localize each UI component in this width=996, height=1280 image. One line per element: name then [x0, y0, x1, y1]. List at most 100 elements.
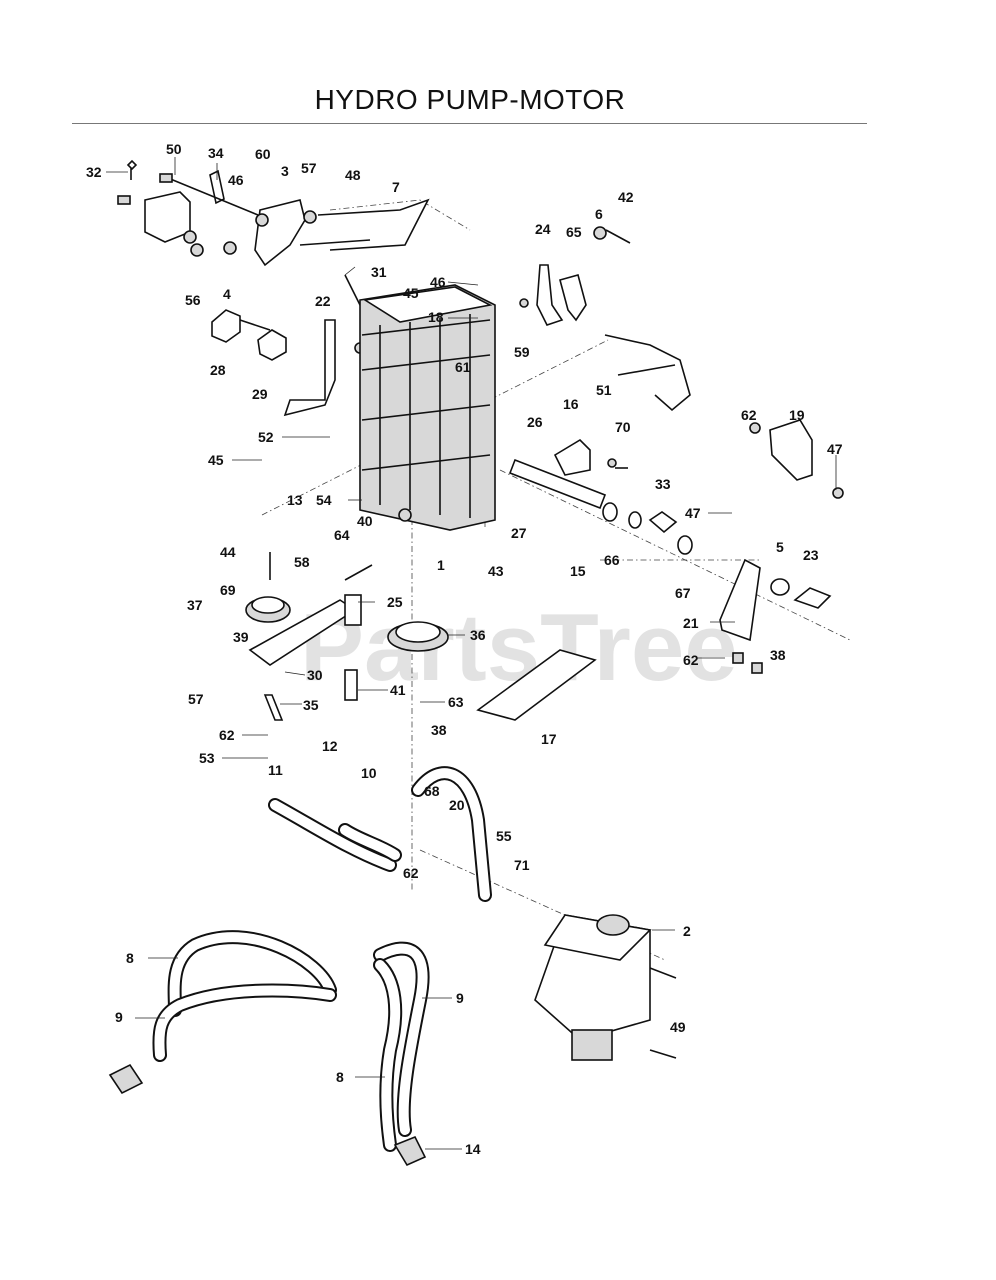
callout-46: 46 [430, 274, 446, 290]
callout-22: 22 [315, 293, 331, 309]
callout-52: 52 [258, 429, 274, 445]
callout-65: 65 [566, 224, 582, 240]
pulleys-and-arm [245, 552, 449, 721]
callout-13: 13 [287, 492, 303, 508]
callout-39: 39 [233, 629, 249, 645]
upper-linkage [117, 159, 430, 267]
callout-leaders [106, 157, 837, 1150]
control-arm-parts [211, 309, 366, 417]
callout-38: 38 [770, 647, 786, 663]
callout-21: 21 [683, 615, 699, 631]
callout-62: 62 [219, 727, 235, 743]
callout-4: 4 [223, 286, 231, 302]
control-shaft [508, 438, 628, 510]
drive-belt [476, 649, 597, 721]
callout-1: 1 [437, 557, 445, 573]
callout-66: 66 [604, 552, 620, 568]
callout-25: 25 [387, 594, 403, 610]
callout-70: 70 [615, 419, 631, 435]
callout-43: 43 [488, 563, 504, 579]
title-rule [72, 123, 867, 124]
callout-14: 14 [465, 1141, 481, 1157]
callout-15: 15 [570, 563, 586, 579]
callout-41: 41 [390, 682, 406, 698]
callout-49: 49 [670, 1019, 686, 1035]
callout-2: 2 [683, 923, 691, 939]
callout-12: 12 [322, 738, 338, 754]
callout-7: 7 [392, 179, 400, 195]
callout-45: 45 [403, 285, 419, 301]
callout-3: 3 [281, 163, 289, 179]
callout-63: 63 [448, 694, 464, 710]
callout-50: 50 [166, 141, 182, 157]
callout-5: 5 [776, 539, 784, 555]
callout-57: 57 [301, 160, 317, 176]
callout-33: 33 [655, 476, 671, 492]
callout-37: 37 [187, 597, 203, 613]
callout-35: 35 [303, 697, 319, 713]
callout-45: 45 [208, 452, 224, 468]
callout-23: 23 [803, 547, 819, 563]
callout-62: 62 [683, 652, 699, 668]
callout-67: 67 [675, 585, 691, 601]
callout-16: 16 [563, 396, 579, 412]
callout-26: 26 [527, 414, 543, 430]
callout-27: 27 [511, 525, 527, 541]
callout-69: 69 [220, 582, 236, 598]
callout-29: 29 [252, 386, 268, 402]
callout-28: 28 [210, 362, 226, 378]
callout-36: 36 [470, 627, 486, 643]
callout-38: 38 [431, 722, 447, 738]
callout-54: 54 [316, 492, 332, 508]
callout-47: 47 [685, 505, 701, 521]
callout-68: 68 [424, 783, 440, 799]
callout-44: 44 [220, 544, 236, 560]
callout-53: 53 [199, 750, 215, 766]
callout-8: 8 [126, 950, 134, 966]
callout-18: 18 [428, 309, 444, 325]
callout-30: 30 [307, 667, 323, 683]
callout-labels: 50 34 60 3 57 48 7 32 46 56 4 31 46 18 4… [86, 141, 843, 1157]
callout-31: 31 [371, 264, 387, 280]
washer-spring-stack [602, 502, 693, 555]
callout-32: 32 [86, 164, 102, 180]
callout-42: 42 [618, 189, 634, 205]
callout-48: 48 [345, 167, 361, 183]
callout-55: 55 [496, 828, 512, 844]
callout-34: 34 [208, 145, 224, 161]
motion-control-lever [604, 334, 691, 412]
callout-19: 19 [789, 407, 805, 423]
callout-9: 9 [115, 1009, 123, 1025]
idler-bracket [719, 558, 832, 674]
callout-51: 51 [596, 382, 612, 398]
callout-58: 58 [294, 554, 310, 570]
lower-hydraulic-hoses [108, 930, 430, 1167]
hoses [268, 766, 492, 902]
callout-47: 47 [827, 441, 843, 457]
callout-10: 10 [361, 765, 377, 781]
callout-57: 57 [188, 691, 204, 707]
callout-60: 60 [255, 146, 271, 162]
callout-62: 62 [403, 865, 419, 881]
callout-11: 11 [268, 762, 283, 778]
page-title: HYDRO PUMP-MOTOR [314, 84, 626, 115]
callout-20: 20 [449, 797, 465, 813]
callout-6: 6 [595, 206, 603, 222]
right-upper-linkage [519, 226, 631, 326]
right-bracket [749, 419, 844, 499]
callout-9: 9 [456, 990, 464, 1006]
callout-56: 56 [185, 292, 201, 308]
hydro-pump-body [359, 284, 496, 531]
callout-71: 71 [514, 857, 530, 873]
callout-8: 8 [336, 1069, 344, 1085]
callout-61: 61 [455, 359, 471, 375]
callout-17: 17 [541, 731, 557, 747]
callout-59: 59 [514, 344, 530, 360]
reservoir-tank [534, 914, 677, 1061]
callout-64: 64 [334, 527, 350, 543]
callout-62: 62 [741, 407, 757, 423]
callout-40: 40 [357, 513, 373, 529]
callout-24: 24 [535, 221, 551, 237]
callout-46: 46 [228, 172, 244, 188]
